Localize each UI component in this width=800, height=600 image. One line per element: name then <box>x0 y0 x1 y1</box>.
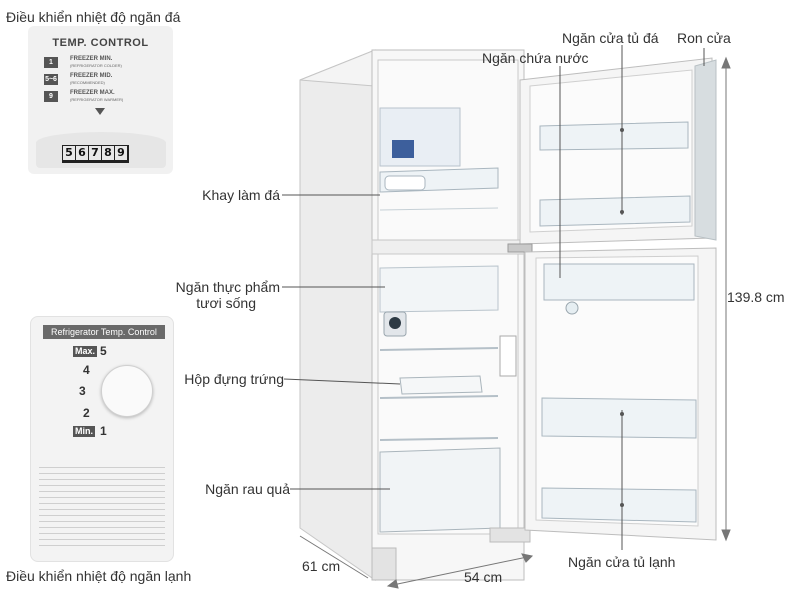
fridge-door-shelf-label: Ngăn cửa tủ lạnh <box>568 554 676 570</box>
fridge-fan <box>389 317 401 329</box>
freezer-digit: 5 <box>63 146 75 160</box>
freezer-row-key: 5~6 <box>44 74 58 85</box>
callout-dot-4 <box>620 503 624 507</box>
freezer-door-shelf-1 <box>539 121 689 151</box>
height-dimension-label: 139.8 cm <box>727 289 785 305</box>
water-tap <box>565 301 579 315</box>
freezer-door-shelf-label: Ngăn cửa tủ đá <box>562 30 659 46</box>
fridge-setting-5: 5 <box>100 344 107 358</box>
door-hinge <box>507 243 533 253</box>
fridge-setting-3: 3 <box>79 384 86 398</box>
height-arrow-top <box>721 56 731 69</box>
width-arrow-right <box>521 553 534 563</box>
freezer-row-sub: (REFRIGERATOR WARMER) <box>70 97 124 102</box>
freezer-door-shelf-2 <box>539 195 691 227</box>
fridge-temp-control-panel: Refrigerator Temp. Control Max. 5 4 3 2 … <box>30 316 174 562</box>
freezer-row-key: 9 <box>44 91 58 102</box>
fridge-panel-grille <box>39 462 165 550</box>
fridge-door-shelf-2 <box>541 487 697 523</box>
freezer-row-sub: (REFRIGERATOR COLDER) <box>70 63 122 68</box>
ice-tray-label: Khay làm đá <box>202 187 280 203</box>
freezer-dial-digits[interactable]: 5 6 7 8 9 <box>62 145 129 163</box>
freezer-digit: 7 <box>89 146 101 160</box>
freezer-digit: 8 <box>102 146 114 160</box>
fridge-shelf-1 <box>379 347 499 351</box>
water-container-label: Ngăn chứa nước <box>482 50 589 66</box>
fresh-food-label-line1: Ngăn thực phẩm <box>175 279 280 295</box>
fridge-setting-2: 2 <box>83 406 90 420</box>
fridge-door-shelf-1 <box>541 397 697 439</box>
depth-dimension-label: 61 cm <box>302 558 341 574</box>
fridge-setting-1: 1 <box>100 424 107 438</box>
freezer-sticker <box>392 140 414 158</box>
fridge-foot-right <box>489 527 531 543</box>
fridge-shelf-2 <box>379 395 499 399</box>
width-dimension-line <box>387 555 533 587</box>
freezer-door-inner <box>529 69 693 233</box>
freezer-digit: 6 <box>76 146 88 160</box>
freezer-digit: 9 <box>115 146 127 160</box>
freezer-row-main: FREEZER MAX. <box>70 90 115 96</box>
fridge-door-inner <box>535 255 699 527</box>
vegetable-crisper <box>379 447 501 533</box>
fridge-shelf-3 <box>379 437 499 441</box>
freezer-row-main: FREEZER MID. <box>70 73 113 79</box>
freezer-row-sub: (RECOMMENDED) <box>70 80 105 85</box>
freezer-row-key: 1 <box>44 57 58 68</box>
callout-dot-3 <box>620 412 624 416</box>
fresh-food-drawer <box>379 265 499 313</box>
egg-box-label: Hộp đựng trứng <box>184 371 284 387</box>
water-container <box>543 263 695 301</box>
height-arrow-bottom <box>721 529 731 542</box>
fridge-setting-4: 4 <box>83 363 90 377</box>
freezer-control-label: Điều khiển nhiệt độ ngăn đá <box>6 9 181 25</box>
door-gasket-label: Ron cửa <box>677 30 731 46</box>
width-dimension-label: 54 cm <box>464 569 503 585</box>
freezer-row-main: FREEZER MIN. <box>70 56 113 62</box>
depth-dimension-line <box>299 535 369 579</box>
fresh-food-label-line2: tươi sống <box>196 295 256 311</box>
fridge-max-tag: Max. <box>73 346 98 357</box>
door-gasket <box>694 59 717 241</box>
fridge-control-label: Điều khiển nhiệt độ ngăn lạnh <box>6 568 192 584</box>
callout-dot-1 <box>620 128 624 132</box>
width-arrow-left <box>386 579 399 589</box>
fridge-side-wall <box>299 49 376 581</box>
compartment-divider <box>371 239 525 255</box>
egg-box <box>399 375 483 395</box>
freezer-panel-title: TEMP. CONTROL <box>52 37 149 49</box>
freezer-shelf <box>379 207 499 211</box>
ice-tray-cups <box>384 175 426 191</box>
fridge-temp-knob[interactable] <box>101 365 153 417</box>
triangle-down-icon <box>95 108 105 115</box>
callout-dot-2 <box>620 210 624 214</box>
vegetable-label: Ngăn rau quả <box>205 481 290 497</box>
fridge-foot-left <box>371 547 397 581</box>
fridge-min-tag: Min. <box>73 426 95 437</box>
fridge-panel-title: Refrigerator Temp. Control <box>43 325 165 339</box>
fridge-info-label <box>499 335 517 377</box>
callout-line-egg-box <box>283 378 401 385</box>
